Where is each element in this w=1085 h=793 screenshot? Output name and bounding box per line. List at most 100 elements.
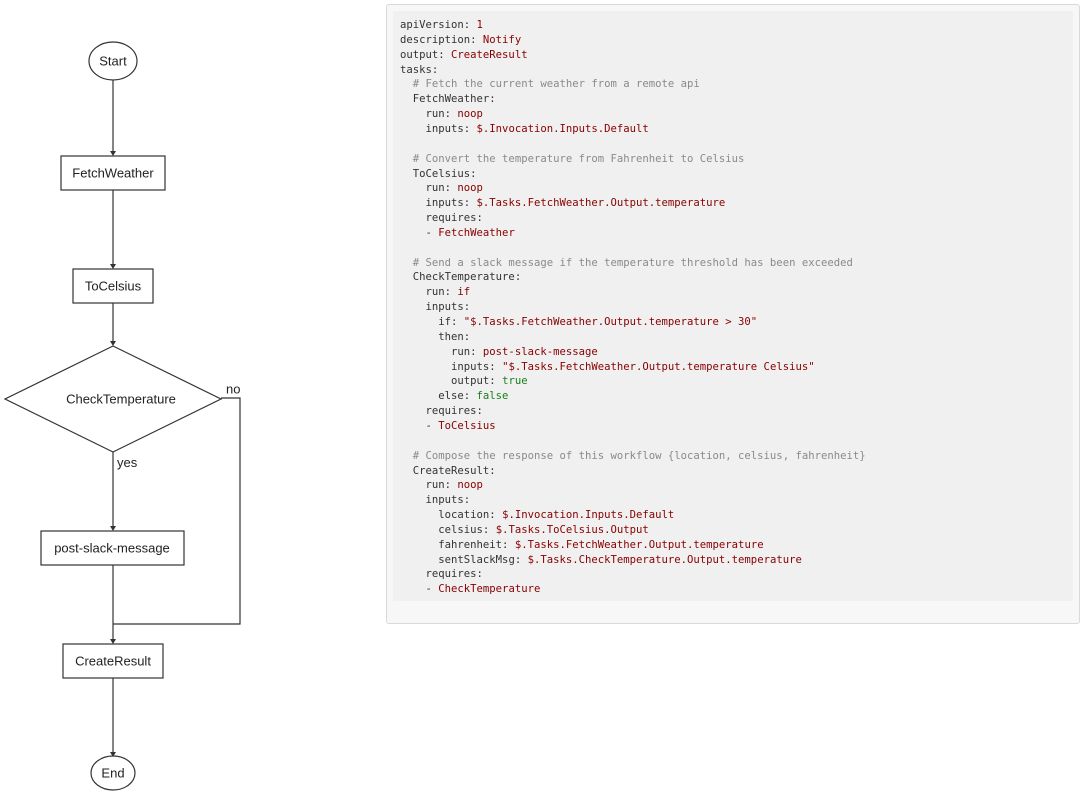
code-value: noop [451, 108, 483, 121]
createresult-label: CreateResult [75, 654, 151, 669]
code-line: output: true [400, 374, 528, 389]
code-value: noop [451, 479, 483, 492]
code-value: $.Tasks.CheckTemperature.Output.temperat… [521, 553, 802, 566]
code-value: 1 [470, 19, 483, 31]
code-value: "$.Tasks.FetchWeather.Output.temperature… [495, 360, 815, 373]
code-line: then: [400, 330, 470, 345]
code-key: output: [400, 48, 445, 61]
workflow-flowchart: Start FetchWeather ToCelsius CheckTemper… [3, 41, 241, 791]
code-key: run: [425, 479, 452, 492]
code-value: $.Tasks.FetchWeather.Output.temperature [470, 197, 726, 210]
code-line: # Fetch the current weather from a remot… [400, 77, 700, 92]
code-comment: # Convert the temperature from Fahrenhei… [412, 152, 745, 165]
code-indent [400, 346, 451, 358]
code-indent [400, 554, 438, 566]
code-line: inputs: $.Tasks.FetchWeather.Output.temp… [400, 196, 726, 211]
yes-branch-label: yes [117, 455, 138, 470]
code-key: location: [438, 509, 496, 522]
code-line: FetchWeather: [400, 92, 496, 107]
edge-no-createresult [113, 397, 241, 625]
code-key: inputs: [451, 360, 496, 373]
code-key: - [425, 583, 439, 596]
code-indent [400, 271, 413, 283]
code-key: run: [425, 108, 452, 121]
code-key: run: [425, 182, 452, 195]
code-value: $.Tasks.FetchWeather.Output.temperature [508, 538, 764, 551]
code-line: run: post-slack-message [400, 345, 598, 360]
code-key: if: [438, 316, 458, 328]
createresult-node: CreateResult [62, 643, 164, 679]
code-line: # Send a slack message if the temperatur… [400, 256, 853, 271]
code-indent [400, 123, 426, 135]
code-key: celsius: [438, 523, 490, 536]
code-line: description: Notify [400, 33, 521, 48]
code-key: - [425, 226, 439, 239]
code-value: "$.Tasks.FetchWeather.Output.temperature… [457, 316, 758, 328]
code-line: - CheckTemperature [400, 582, 541, 597]
code-value: CreateResult [444, 48, 528, 61]
code-value: $.Tasks.ToCelsius.Output [489, 523, 649, 536]
code-line: - FetchWeather [400, 226, 515, 241]
code-indent [400, 583, 426, 595]
tocelsius-label: ToCelsius [85, 279, 142, 294]
code-value: ToCelsius [438, 419, 496, 432]
code-key: FetchWeather: [412, 93, 496, 106]
code-key: then: [438, 330, 471, 343]
code-indent [400, 168, 413, 180]
code-indent [400, 539, 438, 551]
end-label: End [101, 766, 124, 781]
code-indent [400, 390, 438, 402]
code-indent [400, 450, 413, 462]
code-key: sentSlackMsg: [438, 553, 522, 566]
code-line: fahrenheit: $.Tasks.FetchWeather.Output.… [400, 538, 764, 553]
code-line: - ToCelsius [400, 419, 496, 434]
code-key: inputs: [425, 494, 471, 507]
arrowhead [110, 752, 116, 757]
code-key: inputs: [425, 197, 471, 210]
code-key: requires: [425, 212, 483, 225]
code-indent [400, 375, 451, 387]
code-key: ToCelsius: [412, 167, 477, 180]
code-indent [400, 227, 426, 239]
code-value: FetchWeather [438, 226, 515, 239]
code-key: else: [438, 390, 471, 403]
code-key: tasks: [400, 63, 439, 76]
code-line: output: CreateResult [400, 48, 528, 63]
code-key: CheckTemperature: [412, 271, 522, 284]
code-line: inputs: [400, 493, 471, 508]
arrowhead [110, 526, 116, 531]
code-line: run: noop [400, 107, 483, 122]
checktemperature-decision: CheckTemperature [3, 345, 223, 453]
post-slack-message-label: post-slack-message [54, 541, 170, 556]
code-value: false [470, 390, 509, 403]
code-line: requires: [400, 567, 483, 582]
code-key: apiVersion: [400, 19, 471, 31]
code-key: fahrenheit: [438, 538, 509, 551]
code-comment: # Send a slack message if the temperatur… [412, 256, 853, 269]
code-line: inputs: [400, 300, 471, 315]
code-key: run: [425, 286, 452, 299]
code-indent [400, 257, 413, 269]
code-indent [400, 286, 426, 298]
code-key: inputs: [425, 122, 471, 135]
code-key: requires: [425, 568, 483, 581]
code-line: requires: [400, 211, 483, 226]
code-line: CreateResult: [400, 464, 496, 479]
code-line: sentSlackMsg: $.Tasks.CheckTemperature.O… [400, 553, 802, 568]
code-line: # Compose the response of this workflow … [400, 449, 866, 464]
code-key: description: [400, 33, 477, 46]
code-value: $.Invocation.Inputs.Default [470, 122, 649, 135]
code-indent [400, 524, 438, 536]
code-line: ToCelsius: [400, 167, 477, 182]
code-indent [400, 509, 438, 521]
code-indent [400, 78, 413, 90]
code-line: if: "$.Tasks.FetchWeather.Output.tempera… [400, 315, 757, 330]
code-indent [400, 405, 426, 417]
code-value: post-slack-message [476, 345, 598, 358]
code-line: run: noop [400, 181, 483, 196]
end-node: End [90, 755, 136, 791]
start-node: Start [88, 41, 138, 81]
code-line: apiVersion: 1 [400, 18, 483, 33]
code-indent [400, 494, 426, 506]
